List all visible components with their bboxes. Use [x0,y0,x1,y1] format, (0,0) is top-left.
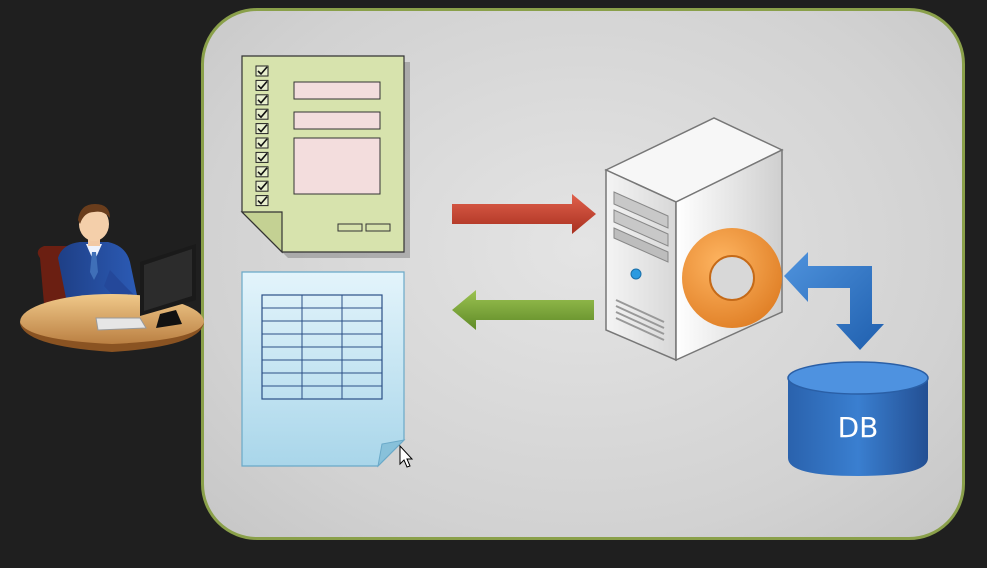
response-arrow [452,290,594,330]
form-document-icon [242,56,410,258]
connector-arrow [784,252,884,350]
table-document-icon [242,272,404,466]
database-label: DB [838,411,879,444]
database-icon: DB [788,362,928,476]
user-at-desk-icon [20,204,204,352]
request-arrow [452,194,596,234]
orange-ring-icon [682,228,782,328]
mouse-cursor-icon [400,446,412,467]
